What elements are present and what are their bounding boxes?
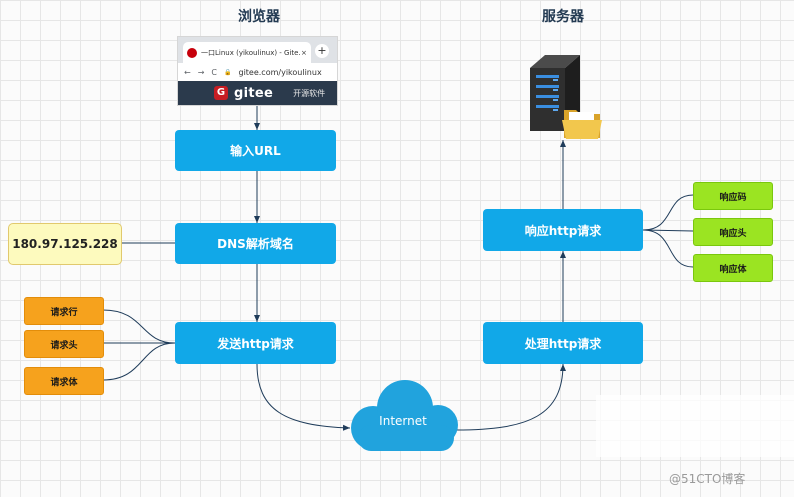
tab-bar: 一口Linux (yikoulinux) - Gite... × + (178, 37, 337, 63)
browser-heading: 浏览器 (238, 9, 280, 25)
ip-address-box: 180.97.125.228 (8, 223, 122, 265)
request-header-box: 请求头 (24, 330, 104, 358)
lock-icon: 🔒 (224, 68, 232, 76)
gitee-logo-icon: G (214, 86, 228, 100)
watermark: @51CTO博客 (669, 472, 746, 486)
gitee-tagline: 开源软件 (293, 88, 326, 98)
response-code-box: 响应码 (693, 182, 773, 210)
url-text[interactable]: gitee.com/yikoulinux (238, 67, 322, 77)
blurred-region (596, 395, 794, 457)
dns-box: DNS解析域名 (175, 223, 336, 264)
gitee-banner: G gitee 开源软件 (178, 81, 337, 105)
input-url-box: 输入URL (175, 130, 336, 171)
favicon-icon (187, 47, 197, 58)
send-request-box: 发送http请求 (175, 322, 336, 364)
browser-window: 一口Linux (yikoulinux) - Gite... × + ← → C… (178, 37, 337, 105)
server-heading: 服务器 (542, 9, 584, 25)
new-tab-button[interactable]: + (315, 44, 329, 58)
link-request-body (102, 342, 176, 381)
link-response-body (642, 229, 694, 268)
process-request-box: 处理http请求 (483, 322, 643, 364)
forward-icon[interactable]: → (197, 67, 205, 77)
internet-label: Internet (379, 414, 427, 428)
close-icon[interactable]: × (301, 48, 307, 57)
request-body-box: 请求体 (24, 367, 104, 395)
arrow-send-to-internet (256, 363, 351, 431)
arrow-internet-to-process (455, 363, 566, 431)
back-icon[interactable]: ← (184, 67, 191, 77)
response-body-box: 响应体 (693, 254, 773, 282)
cloud-icon (351, 380, 458, 451)
browser-tab[interactable]: 一口Linux (yikoulinux) - Gite... × (183, 42, 311, 63)
link-request-line (102, 309, 176, 344)
link-response-code (642, 194, 694, 231)
tab-title: 一口Linux (yikoulinux) - Gite... (201, 48, 301, 57)
link-response-header (642, 229, 694, 232)
response-header-box: 响应头 (693, 218, 773, 246)
response-request-box: 响应http请求 (483, 209, 643, 251)
gitee-brand: gitee (234, 85, 274, 101)
address-bar[interactable]: ← → C 🔒 gitee.com/yikoulinux (178, 63, 337, 81)
folder-icon (562, 110, 602, 139)
request-line-box: 请求行 (24, 297, 104, 325)
reload-icon[interactable]: C (211, 67, 217, 77)
server-rack-icon (530, 55, 580, 131)
